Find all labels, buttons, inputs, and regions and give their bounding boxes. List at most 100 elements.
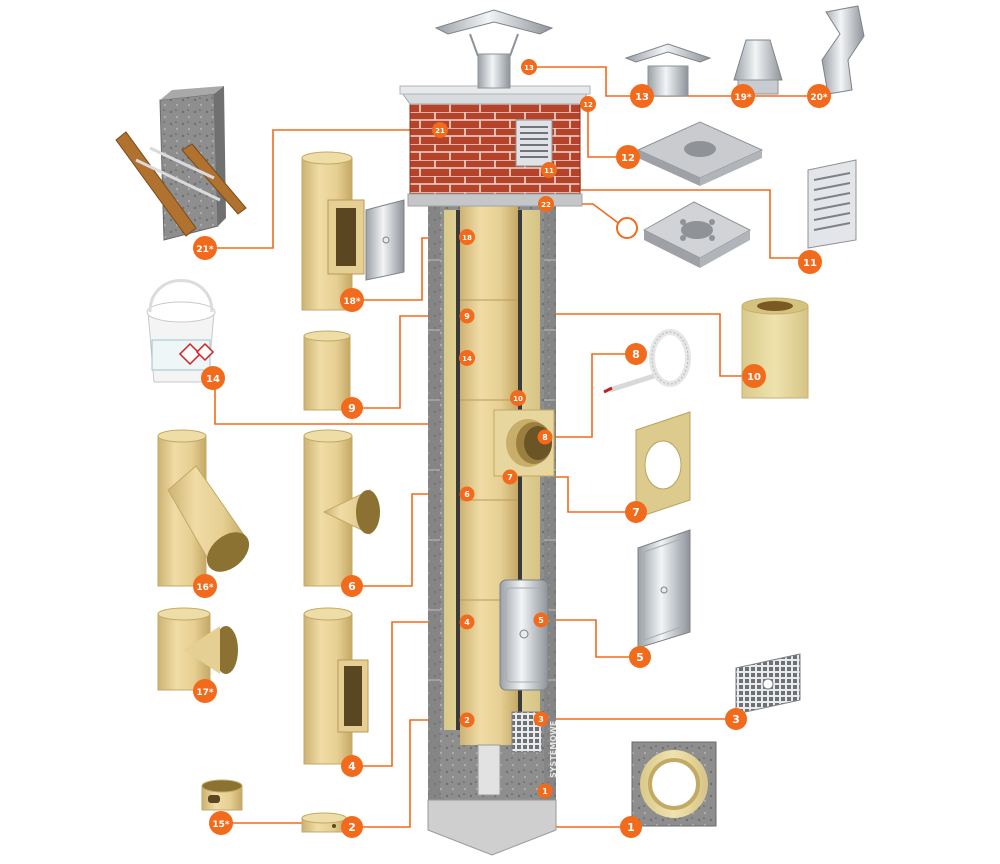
pointer-p10-label: 10 (513, 395, 523, 403)
foundation-plinth (427, 799, 557, 856)
badge-c2: 2 (341, 816, 363, 838)
pointer-p18: 18 (459, 229, 475, 245)
badge-c6-label: 6 (348, 580, 356, 593)
pointer-p5: 5 (533, 612, 549, 628)
badge-c15-label: 15* (212, 820, 230, 830)
badge-c3-label: 3 (732, 713, 740, 726)
connection-plate-illustration (635, 411, 691, 519)
badge-c16-label: 16* (196, 583, 214, 593)
badge-c5: 5 (629, 646, 651, 668)
leader-5 (541, 619, 640, 658)
badge-c13: 13 (630, 84, 654, 108)
pointer-p5-label: 5 (538, 616, 544, 625)
badge-c8-label: 8 (632, 348, 640, 361)
warning-pictogram-icon (178, 342, 202, 366)
roof-bracket-illustration (115, 86, 247, 241)
chimney-cutaway: SYSTEMOWE KOMINY (399, 9, 591, 856)
pointer-p2-label: 2 (464, 716, 470, 725)
rain-cap-pipe (477, 53, 511, 89)
badge-c15: 15* (209, 811, 233, 835)
badge-c12: 12 (616, 145, 640, 169)
pointer-p2: 2 (459, 712, 475, 728)
badge-c9: 9 (341, 397, 363, 419)
pointer-p8-label: 8 (542, 433, 548, 442)
badge-c2-label: 2 (348, 821, 356, 834)
pointer-p13: 13 (521, 59, 537, 75)
pointer-p12: 12 (580, 96, 596, 112)
pointer-p10: 10 (510, 390, 526, 406)
rope-seal-illustration (603, 329, 691, 394)
pointer-p22-label: 22 (541, 201, 551, 209)
badge-c10-label: 10 (747, 372, 761, 383)
pointer-p9: 9 (459, 308, 475, 324)
badge-c18-label: 18* (343, 297, 361, 307)
badge-c19-label: 19* (734, 93, 752, 103)
pointer-p11-label: 11 (544, 167, 554, 175)
badge-c17: 17* (193, 679, 217, 703)
badge-c14-label: 14 (206, 374, 220, 385)
badge-c1-label: 1 (627, 821, 635, 834)
pointer-p14: 14 (459, 350, 475, 366)
cowl-set-illustration (624, 5, 865, 97)
badge-c21-label: 21* (196, 245, 214, 255)
badge-c16: 16* (193, 574, 217, 598)
leader-13 (529, 66, 640, 97)
pointer-p21-label: 21 (435, 127, 445, 135)
foundation-block-illustration (631, 741, 717, 827)
pointer-p4-label: 4 (464, 618, 470, 627)
pointer-p22: 22 (538, 196, 554, 212)
pointer-p14-label: 14 (462, 355, 472, 363)
badge-c6: 6 (341, 575, 363, 597)
block-joints (428, 259, 556, 681)
brand-line2: KOMINY (555, 730, 569, 784)
badge-c11: 11 (798, 250, 822, 274)
badge-c18: 18* (340, 288, 364, 312)
pointer-p4: 4 (459, 614, 475, 630)
short-tee-illustration (157, 607, 238, 691)
top-plate-illustration (636, 121, 764, 186)
badge-c19: 19* (731, 84, 755, 108)
leader-1 (544, 791, 631, 828)
pointer-p6: 6 (459, 486, 475, 502)
pointer-p7-label: 7 (507, 473, 513, 482)
pointer-p1-label: 1 (542, 787, 548, 796)
pointer-p12-label: 12 (583, 101, 593, 109)
pointer-p6-label: 6 (464, 490, 470, 499)
chimney-pointers: 1 2 3 4 5 6 7 8 9 10 11 12 13 14 18 21 2… (432, 59, 638, 799)
badge-c1: 1 (620, 816, 642, 838)
pointer-p7: 7 (502, 469, 518, 485)
tee-90-illustration (303, 429, 380, 587)
pointer-p22-target (616, 217, 638, 239)
badge-c14: 14 (201, 366, 225, 390)
badge-c9-label: 9 (348, 402, 356, 415)
crown-base-plate (407, 193, 583, 207)
pointer-p1: 1 (537, 783, 553, 799)
badge-c11-label: 11 (803, 258, 817, 269)
pointer-p21: 21 (432, 122, 448, 138)
brand-line1: SYSTEMOWE (549, 721, 558, 778)
pointer-p9-label: 9 (464, 312, 470, 321)
base-elements-illustration (201, 779, 347, 833)
badge-c20: 20* (807, 84, 831, 108)
tee-with-door-illustration (301, 151, 405, 311)
tee-with-opening-illustration (303, 607, 369, 765)
badge-c17-label: 17* (196, 688, 214, 698)
badge-c7: 7 (625, 501, 647, 523)
grate-illustration (735, 653, 801, 715)
pointer-p3-label: 3 (538, 715, 544, 724)
badge-c3: 3 (725, 708, 747, 730)
pointer-p8: 8 (537, 429, 553, 445)
straight-pipe-illustration (303, 330, 351, 411)
badge-c10: 10 (742, 364, 766, 388)
badge-c12-label: 12 (621, 153, 635, 164)
brick-crown (409, 103, 581, 199)
cleanout-door-illustration (637, 529, 691, 649)
leader-22 (548, 203, 626, 229)
vent-grille-illustration (807, 159, 857, 249)
tee-45-illustration (157, 429, 250, 587)
pointer-p13-label: 13 (524, 64, 534, 72)
badge-c4-label: 4 (348, 760, 356, 773)
pointer-p18-label: 18 (462, 234, 472, 242)
pointer-p3: 3 (533, 711, 549, 727)
